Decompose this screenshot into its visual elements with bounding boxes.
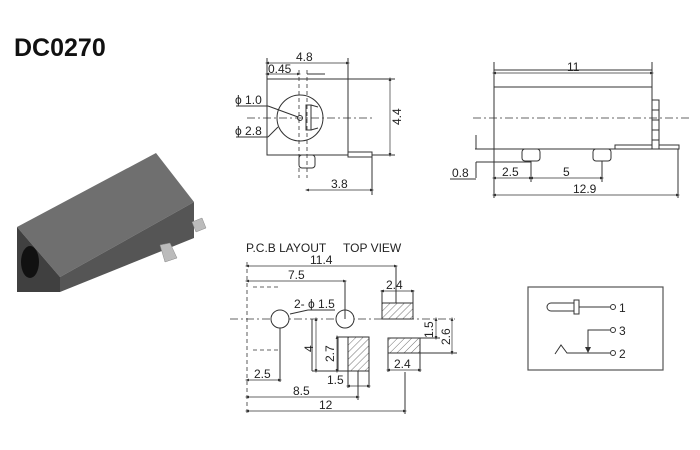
dim-11-4: 11.4 (310, 253, 333, 267)
dim-tab: 3.8 (331, 177, 348, 191)
pin-1-label: 1 (619, 301, 626, 315)
dim-7-5: 7.5 (288, 268, 305, 282)
dim-pad-gap: 1.5 (422, 321, 436, 338)
side-view: 11 0.8 2.5 5 12.9 (450, 60, 690, 198)
dim-hole-spec: 2- ϕ 1.5 (294, 297, 335, 311)
dim-width: 4.8 (296, 50, 313, 64)
dim-pin-pitch: 5 (563, 165, 570, 179)
pcb-layout: P.C.B LAYOUT TOP VIEW 11.4 7.5 2- ϕ 1.5 … (230, 241, 457, 415)
dim-2-6: 2.6 (439, 328, 453, 345)
dim-pad-width-top: 2.4 (386, 278, 403, 292)
dim-total-length: 12.9 (573, 182, 597, 196)
dim-body-length: 11 (567, 60, 580, 74)
schematic-symbol: 1 3 2 (527, 286, 664, 371)
dim-height: 4.4 (390, 108, 404, 125)
product-photo (17, 153, 207, 292)
dim-hole-diameter: ϕ 2.8 (235, 124, 262, 138)
front-view: 4.8 0.45 ϕ 1.0 ϕ 2.8 4.4 3.8 (235, 50, 404, 195)
dim-8-5: 8.5 (293, 384, 310, 398)
dim-pin1-offset: 2.5 (502, 165, 519, 179)
pcb-layout-title: P.C.B LAYOUT (246, 241, 327, 255)
pin-3-label: 3 (619, 324, 626, 338)
dim-2-5: 2.5 (254, 367, 271, 381)
dim-12: 12 (319, 398, 333, 412)
top-view-label: TOP VIEW (343, 241, 402, 255)
dim-1-5: 1.5 (327, 373, 344, 387)
part-number-title: DC0270 (14, 34, 106, 62)
dim-2-7: 2.7 (323, 345, 337, 362)
dim-4: 4 (302, 345, 316, 352)
pin-2-label: 2 (619, 347, 626, 361)
dim-offset: 0.45 (268, 62, 292, 76)
dim-pad-width-bottom: 2.4 (394, 357, 411, 371)
dim-pin-diameter: ϕ 1.0 (235, 93, 262, 107)
dim-pin-height: 0.8 (452, 166, 469, 180)
